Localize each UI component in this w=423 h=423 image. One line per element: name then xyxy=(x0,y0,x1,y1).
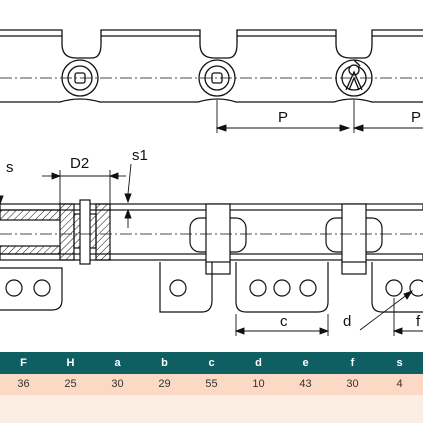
header-cell: d xyxy=(255,357,262,369)
value-cell: 4 xyxy=(396,378,403,390)
header-cell: H xyxy=(66,357,75,369)
header-cell: a xyxy=(114,357,121,369)
pitch-label-left: P xyxy=(278,109,288,126)
f-label: f xyxy=(416,313,421,330)
d-dimension xyxy=(359,290,414,331)
cotter-pin xyxy=(345,59,363,91)
d-label: d xyxy=(343,313,351,330)
s1-dimension xyxy=(124,163,132,228)
value-cell: 36 xyxy=(17,378,30,390)
value-cell: 25 xyxy=(64,378,77,390)
spec-table: F H a b c d e f s 36 25 30 29 55 10 43 3… xyxy=(0,352,423,423)
value-cell: 30 xyxy=(346,378,359,390)
chain-technical-drawing: P P s D2 s1 xyxy=(0,29,423,336)
value-cell: 30 xyxy=(111,378,124,390)
d2-label: D2 xyxy=(70,155,89,172)
s-dimension xyxy=(0,195,4,218)
header-cell: s xyxy=(396,357,403,369)
header-cell: f xyxy=(350,357,355,369)
chain-top-view xyxy=(0,29,423,103)
value-cell: 43 xyxy=(299,378,312,390)
c-label: c xyxy=(280,313,288,330)
s-label: s xyxy=(6,159,14,176)
spec-table-header: F H a b c d e f s xyxy=(0,352,423,374)
header-cell: b xyxy=(161,357,168,369)
c-dimension xyxy=(234,314,330,336)
spec-table-empty-row xyxy=(0,395,423,423)
d2-dimension xyxy=(42,170,126,205)
s1-label: s1 xyxy=(132,147,148,164)
value-cell: 55 xyxy=(205,378,218,390)
pitch-label-right: P xyxy=(411,109,421,126)
header-cell: F xyxy=(20,357,27,369)
attachment-plates xyxy=(0,262,423,313)
f-dimension xyxy=(392,298,423,336)
header-cell: c xyxy=(208,357,215,369)
chain-cross-section xyxy=(0,199,423,275)
header-cell: e xyxy=(302,357,309,369)
value-cell: 10 xyxy=(252,378,265,390)
value-cell: 29 xyxy=(158,378,171,390)
pitch-dimension xyxy=(215,100,423,133)
spec-table-values: 36 25 30 29 55 10 43 30 4 xyxy=(0,374,423,395)
